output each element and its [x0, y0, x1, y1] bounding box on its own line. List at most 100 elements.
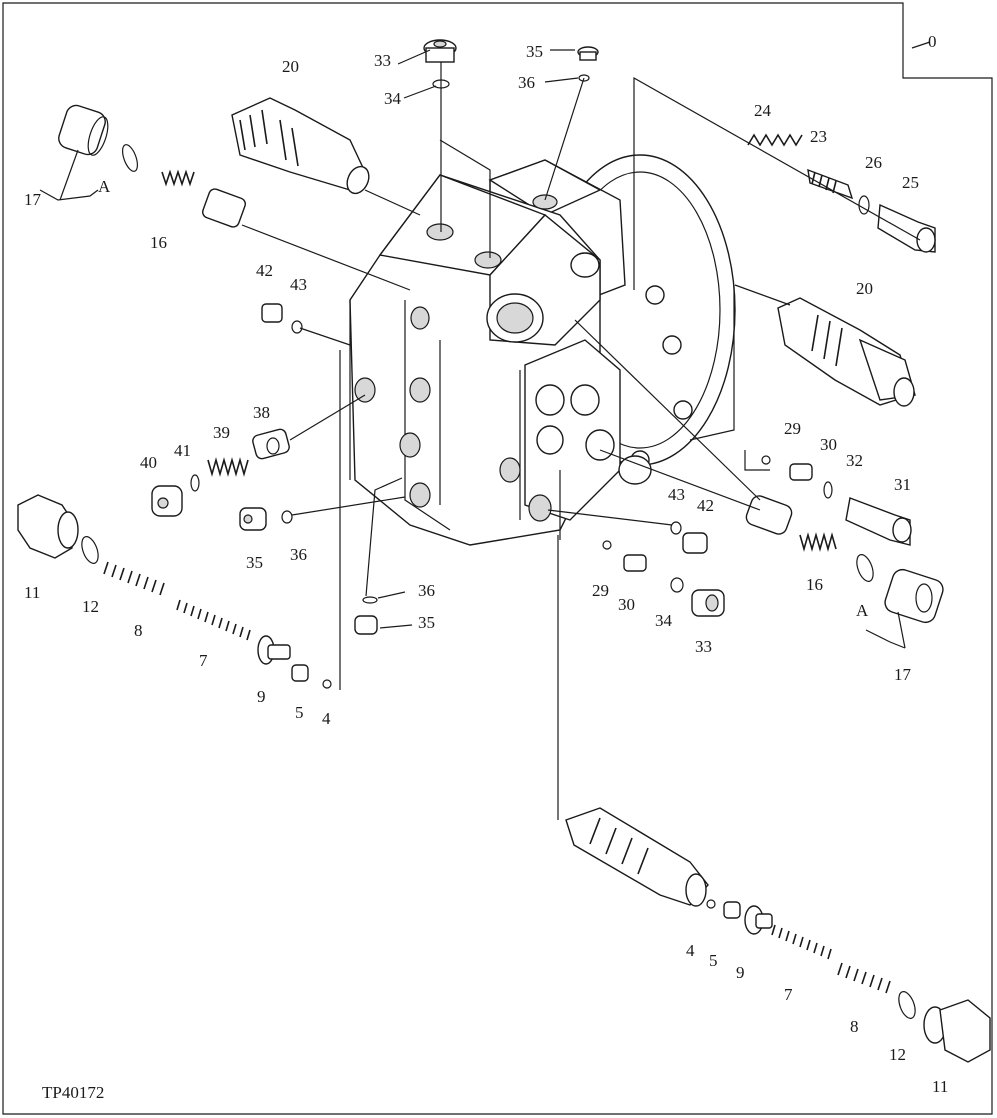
- callout-25: 25: [902, 173, 919, 192]
- part-4-ball-left: [322, 679, 332, 689]
- callout-8: 8: [850, 1017, 859, 1036]
- callout-16: 16: [806, 575, 823, 594]
- part-36-oring-bottom: [362, 596, 378, 604]
- callout-16: 16: [150, 233, 167, 252]
- part-11-plug-left: [17, 494, 79, 559]
- callout-35: 35: [526, 42, 543, 61]
- callout-34: 34: [655, 611, 673, 630]
- part-7-spring-left: [176, 599, 251, 641]
- callout-11: 11: [24, 583, 40, 602]
- part-38-sleeve: [252, 428, 290, 460]
- callout-7: 7: [784, 985, 793, 1004]
- part-8-spring-left: [103, 561, 165, 596]
- part-5-poppet-left: [291, 664, 309, 682]
- callout-a: A: [856, 601, 869, 620]
- part-8-spring-right: [837, 962, 891, 994]
- part-43-oring-right: [670, 521, 682, 535]
- part-42-plug-right: [682, 532, 708, 554]
- part-25-cap: [877, 203, 936, 253]
- callout-36: 36: [518, 73, 535, 92]
- callout-43: 43: [290, 275, 307, 294]
- part-sleeve-right: [745, 495, 793, 535]
- part-24-spring: [747, 133, 803, 147]
- callout-a: A: [98, 177, 111, 196]
- part-23-poppet: [807, 168, 854, 200]
- part-40-plug: [151, 485, 183, 517]
- part-36-oring-top: [578, 74, 590, 82]
- callout-35: 35: [246, 553, 263, 572]
- part-16-spring-right: [799, 532, 837, 552]
- leader-arrows: [39, 41, 931, 649]
- callout-9: 9: [257, 687, 266, 706]
- part-4-ball-right: [706, 899, 716, 909]
- part-36-oring-left: [281, 510, 293, 524]
- callout-31: 31: [894, 475, 911, 494]
- part-20-relief-valve-top: [231, 97, 370, 195]
- part-35-plug-top: [577, 46, 599, 61]
- callout-5: 5: [709, 951, 718, 970]
- part-11-plug-right: [923, 999, 991, 1063]
- part-39-spring: [207, 457, 249, 477]
- part-20-relief-valve-right: [777, 297, 916, 407]
- part-17-plug-left: [58, 104, 109, 156]
- callout-30: 30: [820, 435, 837, 454]
- figure-id: TP40172: [42, 1083, 104, 1102]
- part-30-screw-right: [789, 463, 813, 481]
- callout-labels: 17 A 16 20 33 34 35 36 24 23 26 25 20 42…: [24, 42, 948, 1096]
- callout-7: 7: [199, 651, 208, 670]
- part-43-oring-left: [291, 320, 303, 334]
- callout-34: 34: [384, 89, 402, 108]
- part-34-oring-bottom: [670, 577, 684, 593]
- callout-5: 5: [295, 703, 304, 722]
- callout-8: 8: [134, 621, 143, 640]
- part-26-oring: [858, 195, 870, 215]
- callout-9: 9: [736, 963, 745, 982]
- callout-40: 40: [140, 453, 157, 472]
- part-41-oring: [190, 474, 200, 492]
- part-12-oring-left: [81, 536, 99, 564]
- part-12-oring-right: [898, 991, 916, 1019]
- callout-12: 12: [82, 597, 99, 616]
- callout-33: 33: [374, 51, 391, 70]
- callout-39: 39: [213, 423, 230, 442]
- callout-30: 30: [618, 595, 635, 614]
- part-a-oring-left: [122, 144, 138, 172]
- callout-35: 35: [418, 613, 435, 632]
- callout-32: 32: [846, 451, 863, 470]
- callout-24: 24: [754, 101, 772, 120]
- part-35-plug-bottom: [354, 615, 378, 635]
- part-30-screw-bottom: [623, 554, 647, 572]
- callout-29: 29: [784, 419, 801, 438]
- part-33-plug-bottom: [691, 589, 725, 617]
- sheet-marker: 0: [928, 32, 937, 51]
- callout-42: 42: [697, 496, 714, 515]
- part-sleeve-left: [202, 188, 246, 228]
- part-42-plug-left: [261, 303, 283, 323]
- part-17-plug-right: [884, 568, 944, 624]
- part-5-poppet-right: [723, 901, 741, 919]
- callout-20: 20: [856, 279, 873, 298]
- callout-12: 12: [889, 1045, 906, 1064]
- part-7-spring-right: [771, 924, 832, 960]
- callout-36: 36: [418, 581, 435, 600]
- part-33-plug-top: [423, 39, 457, 63]
- callout-20: 20: [282, 57, 299, 76]
- callout-29: 29: [592, 581, 609, 600]
- part-29-ball-right: [761, 455, 771, 465]
- part-31-pin: [845, 497, 912, 546]
- callout-41: 41: [174, 441, 191, 460]
- part-16-spring-left: [161, 169, 195, 187]
- callout-11: 11: [932, 1077, 948, 1096]
- callout-26: 26: [865, 153, 882, 172]
- callout-42: 42: [256, 261, 273, 280]
- callout-17: 17: [894, 665, 912, 684]
- part-9-seat-right: [744, 905, 773, 935]
- callout-4: 4: [322, 709, 331, 728]
- part-spool-bottom: [565, 807, 709, 907]
- part-a-oring-right: [856, 554, 874, 582]
- part-32-oring: [823, 481, 833, 499]
- callout-43: 43: [668, 485, 685, 504]
- part-35-plug-left: [239, 507, 267, 531]
